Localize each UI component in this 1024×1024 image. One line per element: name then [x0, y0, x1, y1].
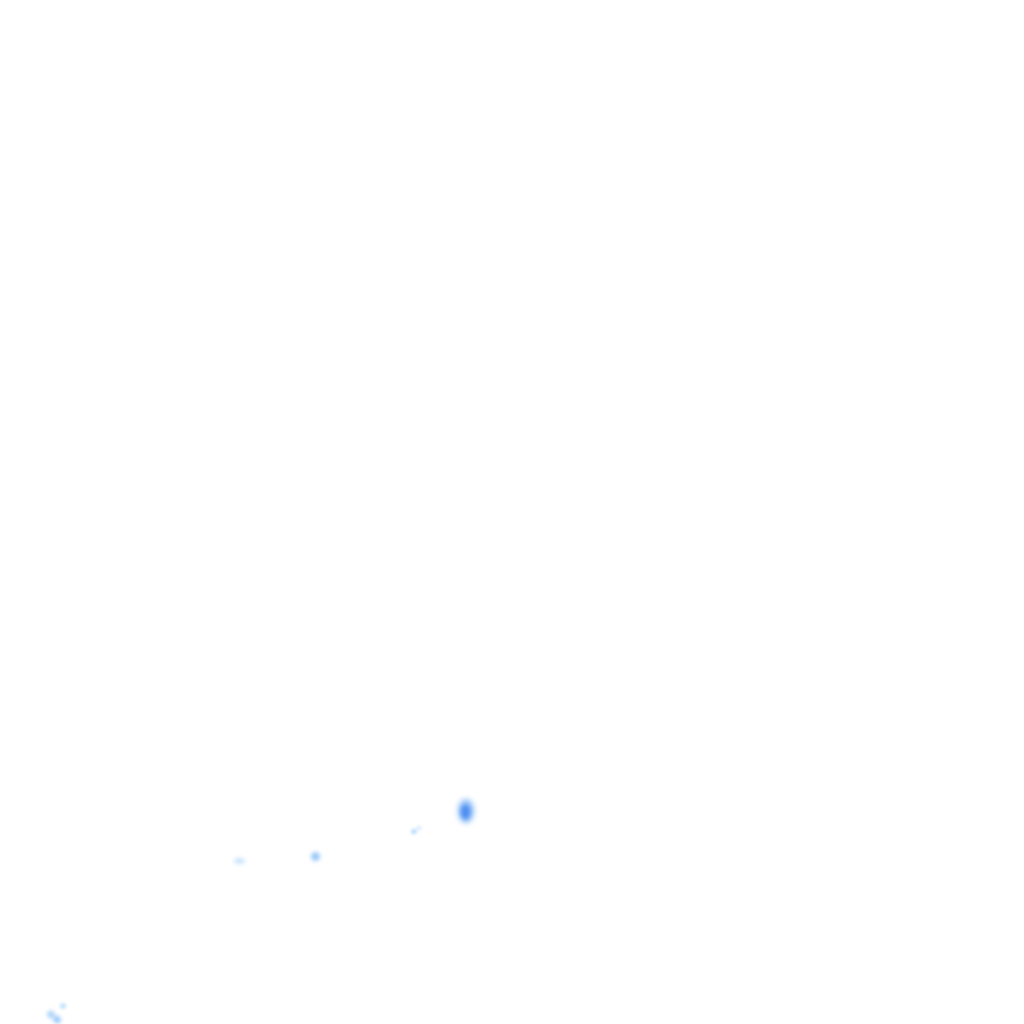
blue-crescent-pale — [234, 858, 245, 864]
corner-streak-lobe-b — [51, 1014, 63, 1024]
blue-blob-large-halo — [458, 799, 474, 823]
corner-streak-lobe-a — [45, 1009, 57, 1020]
blue-dot-round — [311, 852, 320, 861]
corner-speck-small — [60, 1003, 66, 1009]
blue-speck-check-lobe-a — [410, 828, 418, 835]
blue-blob-large-core — [461, 805, 470, 819]
blue-speck-check-lobe-b — [417, 826, 421, 830]
